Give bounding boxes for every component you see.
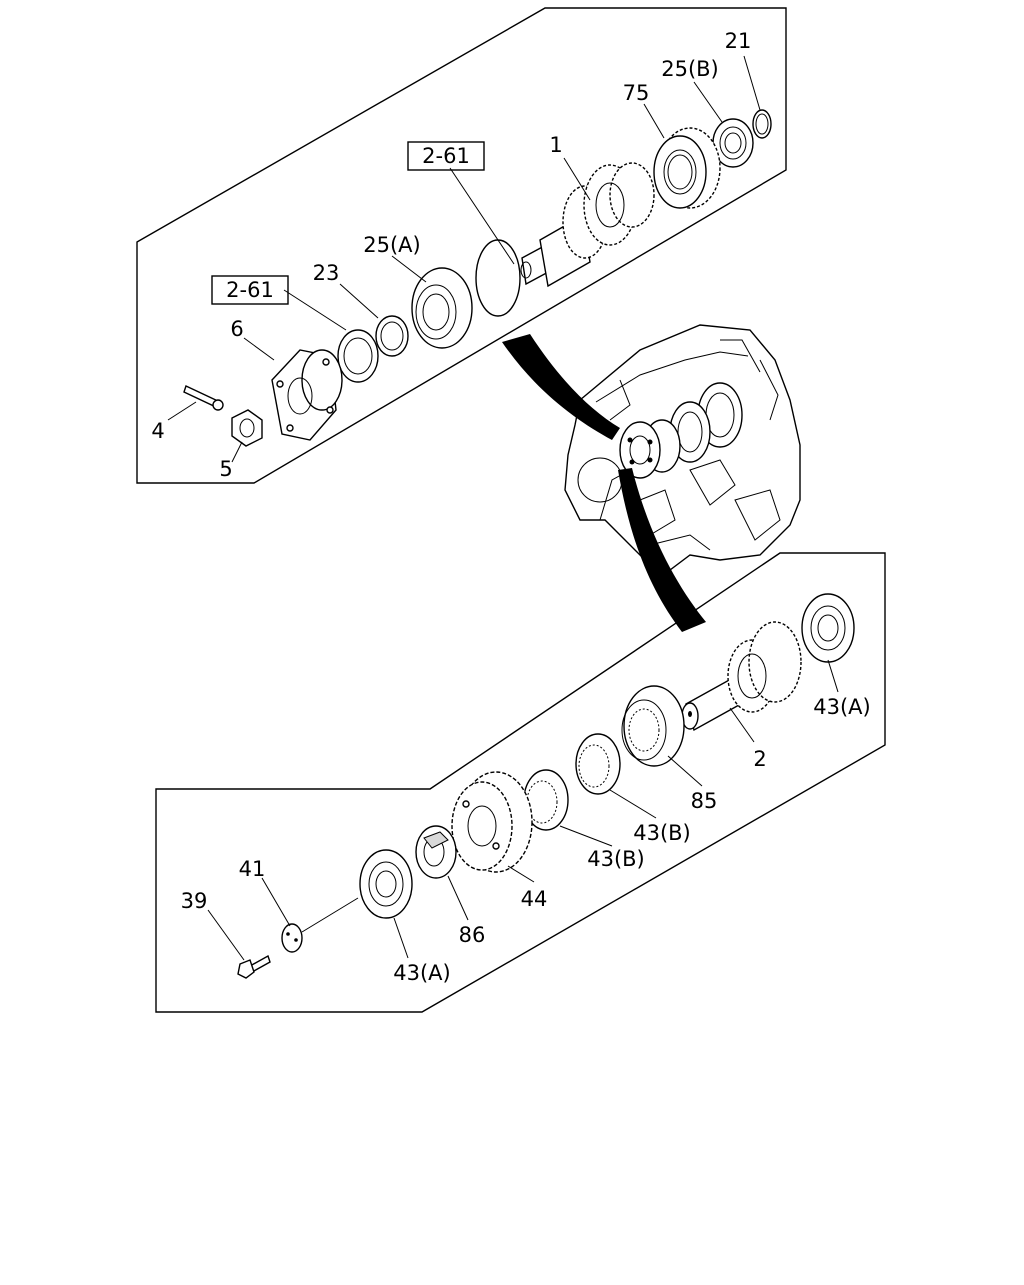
lower-locator-arrow	[618, 468, 706, 632]
callout-43a-bottom: 43(A)	[393, 961, 450, 985]
callout-1: 1	[549, 133, 562, 157]
part-4-cotter-pin	[183, 385, 224, 411]
part-75-gear	[653, 127, 721, 209]
part-1-input-shaft	[520, 162, 655, 288]
ref-box-upper	[407, 141, 485, 171]
part-circlip-upper	[475, 239, 521, 317]
ref-box-lower	[211, 275, 289, 305]
part-6-flange	[271, 349, 343, 441]
callout-39: 39	[181, 889, 208, 913]
part-2-counter-shaft	[681, 621, 802, 732]
callout-43a-top: 43(A)	[813, 695, 870, 719]
part-39-bolt	[237, 954, 271, 979]
callout-43b-1: 43(B)	[633, 821, 691, 845]
callout-44: 44	[521, 887, 548, 911]
ref-upper-text: 2-61	[422, 144, 470, 168]
ref-lower-text: 2-61	[226, 278, 274, 302]
lower-panel-frame	[155, 552, 886, 1013]
callout-25a: 25(A)	[363, 233, 420, 257]
upper-panel-frame	[136, 7, 787, 484]
callout-85: 85	[691, 789, 718, 813]
callout-5: 5	[219, 457, 232, 481]
transmission-housing	[564, 324, 801, 571]
callout-21: 21	[725, 29, 752, 53]
callout-25b: 25(B)	[661, 57, 719, 81]
part-43b-needle-bearing-1	[575, 733, 621, 795]
part-41-washer	[281, 897, 359, 953]
callout-23: 23	[313, 261, 340, 285]
callout-6: 6	[230, 317, 243, 341]
callout-75: 75	[623, 81, 650, 105]
upper-locator-arrow	[502, 334, 620, 440]
part-25a-bearing	[411, 267, 473, 349]
part-21-snap-ring	[752, 109, 772, 139]
callout-4: 4	[151, 419, 164, 443]
part-44-gear	[451, 771, 533, 873]
part-oil-seal	[337, 329, 379, 383]
part-23-washer	[375, 315, 409, 357]
callout-41: 41	[239, 857, 266, 881]
part-43a-bearing-right	[801, 593, 855, 663]
part-5-castle-nut	[231, 409, 263, 447]
part-86-spacer	[415, 825, 457, 879]
callout-2: 2	[753, 747, 766, 771]
callout-43b-2: 43(B)	[587, 847, 645, 871]
part-43b-needle-bearing-2	[523, 769, 569, 831]
part-43a-bearing-left	[359, 849, 413, 919]
part-85-hub	[621, 685, 685, 767]
callout-86: 86	[459, 923, 486, 947]
